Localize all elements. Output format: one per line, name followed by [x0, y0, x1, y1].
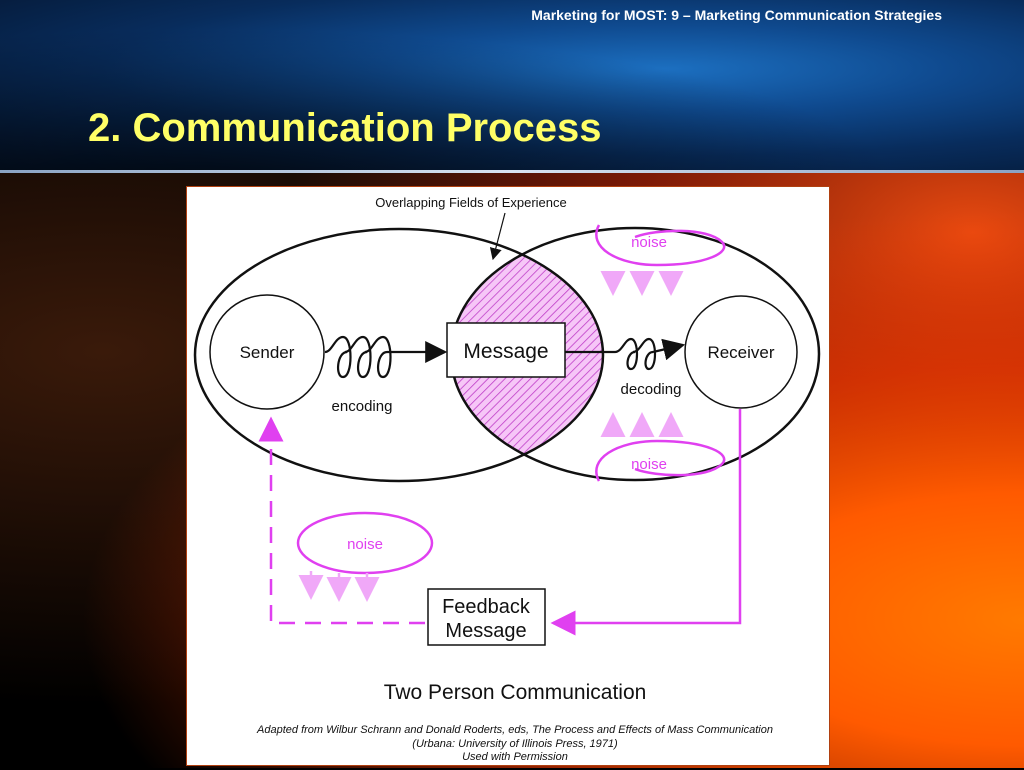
header-background [0, 0, 1024, 172]
receiver-circle [684, 295, 798, 409]
overlap-pointer [489, 212, 506, 261]
decoding-coil [614, 337, 657, 371]
noise-top-arrows [600, 271, 684, 296]
decoding-label: decoding [621, 381, 682, 398]
noise-top-label: noise [631, 234, 667, 251]
credit-line-3: Used with Permission [462, 751, 568, 763]
feedback-label-line1: Feedback [442, 596, 531, 618]
noise-bottom-label: noise [631, 456, 667, 473]
decoding-arrow [652, 338, 686, 361]
feedback-message-box [427, 588, 546, 646]
noise-feedback-shape [296, 511, 434, 575]
encoding-label: encoding [332, 398, 393, 415]
sender-label: Sender [240, 343, 295, 362]
sender-circle [209, 294, 325, 410]
overlap-region [451, 229, 603, 480]
communication-diagram: Overlapping Fields of Experience Sender … [186, 186, 830, 766]
message-label: Message [463, 340, 548, 363]
noise-bottom-arrows [600, 412, 684, 437]
noise-bottom-shape [595, 439, 726, 482]
noise-feedback-label: noise [347, 536, 383, 553]
noise-feedback-arrows [298, 571, 380, 602]
feedback-path-solid [550, 409, 742, 636]
credit-line-1: Adapted from Wilbur Schrann and Donald R… [256, 724, 773, 736]
overlap-label: Overlapping Fields of Experience [375, 195, 567, 210]
credit-line-2: (Urbana: University of Illinois Press, 1… [412, 738, 618, 750]
course-title: Marketing for MOST: 9 – Marketing Commun… [531, 7, 942, 23]
sender-field-ellipse [193, 227, 605, 483]
slide-title: 2. Communication Process [88, 106, 602, 150]
title-divider [0, 170, 1024, 173]
message-box [446, 322, 566, 378]
feedback-label-line2: Message [445, 620, 526, 642]
noise-top-shape [595, 224, 726, 267]
feedback-path-dashed [258, 416, 425, 625]
encoding-coil [324, 335, 392, 379]
receiver-label: Receiver [707, 343, 774, 362]
diagram-svg: Overlapping Fields of Experience Sender … [193, 195, 821, 763]
diagram-caption: Two Person Communication [384, 681, 647, 704]
